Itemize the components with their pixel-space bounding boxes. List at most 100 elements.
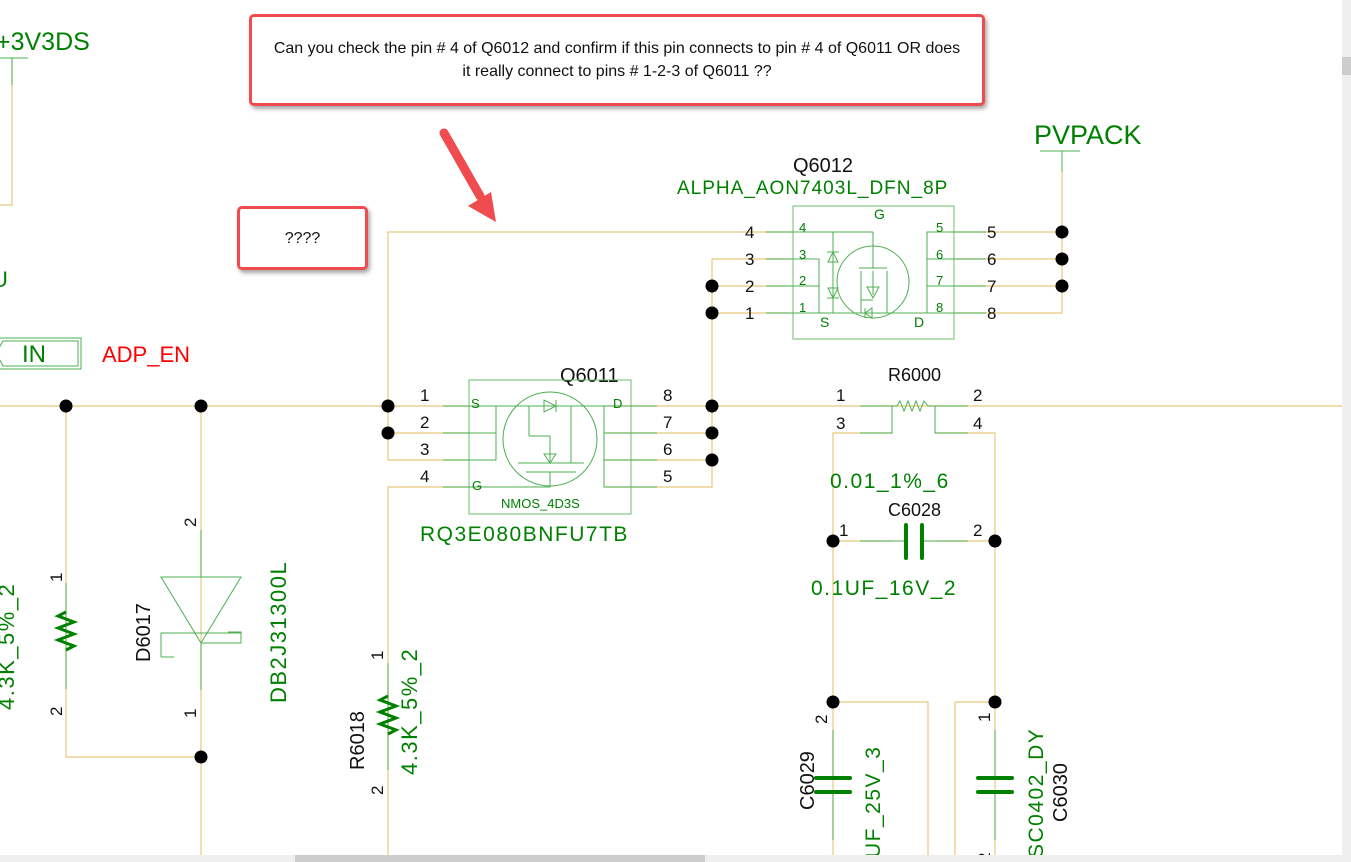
junction-dot [988,695,1002,709]
net-label-adp-en: ADP_EN [102,342,190,367]
c6029-value: UF_25V_3 [862,746,885,855]
wire-c6029-branch [833,701,929,855]
q6012-pin-number: 8 [987,304,996,323]
c6029-ref: C6029 [797,751,819,810]
d6017-value: DB2J31300L [266,561,291,703]
vertical-scroll-thumb[interactable] [1342,57,1351,75]
junction-dot [705,399,719,413]
junction-dot [59,399,73,413]
net-3v3ds: +3V3DS [0,28,90,85]
wire-3v3ds [0,58,13,206]
q6012-gate-label: G [874,206,885,222]
junction-dot [194,399,208,413]
junction-dot [1055,225,1069,239]
resistor-left-value: 4.3K_5%_2 [0,583,19,710]
horizontal-scroll-thumb[interactable] [295,855,705,862]
q6012-inner-pin: 5 [936,220,943,235]
q6011-pin-number: 8 [663,386,672,405]
q6012-source-label: S [820,314,829,330]
q6012-pin-number: 7 [987,277,996,296]
wire-pvpack [955,172,1063,314]
q6012-inner-pin: 2 [799,273,806,288]
junction-dot [1055,252,1069,266]
junction-dot [381,426,395,440]
resistor-left-pin-number: 2 [47,707,66,716]
q6011-value: RQ3E080BNFU7TB [420,523,629,546]
q6011-pin-number: 4 [420,467,429,486]
c6028-pin-number: 1 [839,521,848,540]
r6018-value: 4.3K_5%_2 [397,648,422,775]
port-adp-en[interactable]: IN ADP_EN [0,337,190,370]
c6030[interactable]: 1 2 SC0402_DY C6030 [975,713,1072,855]
q6012-pin-number: 3 [745,250,754,269]
c6030-pin-number: 1 [975,713,994,722]
r6000[interactable]: R6000 1 2 3 4 0.01_1%_6 [830,365,982,493]
junction-dot [1055,279,1069,293]
net-label-partial: U [0,267,8,292]
unknown-callout: ???? [237,206,368,270]
q6011-ref: Q6011 [560,365,619,387]
unknown-text: ???? [284,229,321,247]
c6029-pin-number: 2 [812,715,831,724]
q6012-pin-number: 2 [745,277,754,296]
red-arrow-icon [439,128,496,222]
q6012-drain-label: D [914,314,924,330]
wire-q6011-p3 [387,406,470,461]
r6018-ref: R6018 [347,711,369,770]
net-label-pvpack: PVPACK [1034,120,1142,150]
q6011-pin-number: 7 [663,413,672,432]
junction-dot [705,279,719,293]
r6018[interactable]: 1 2 R6018 4.3K_5%_2 [347,648,422,795]
q6012-pin-number: 6 [987,250,996,269]
junction-dot [826,695,840,709]
resistor-left-pin-number: 1 [47,573,66,582]
c6030-ref: C6030 [1050,763,1072,822]
d6017[interactable]: 2 1 D6017 DB2J31300L [133,518,291,718]
q6012-pin-number: 5 [987,223,996,242]
junction-dot [705,426,719,440]
q6012-inner-pin: 6 [936,247,943,262]
net-label-3v3ds: +3V3DS [0,28,90,56]
r6000-pin-number: 3 [836,414,845,433]
r6000-pin-number: 2 [973,386,982,405]
q6011-pin-number: 3 [420,440,429,459]
question-callout: Can you check the pin # 4 of Q6012 and c… [249,14,985,106]
resistor-left[interactable]: 1 2 4.3K_5%_2 [0,573,79,716]
q6011-pin-number: 2 [420,413,429,432]
wires [0,58,1342,855]
q6011-source-label: S [471,396,480,411]
q6012-ref: Q6012 [793,155,853,177]
junction-dot [381,399,395,413]
wire-left-resistor [65,406,201,758]
d6017-pin-number: 2 [181,518,200,527]
vertical-scrollbar[interactable] [1342,0,1351,855]
c6029[interactable]: 2 C6029 UF_25V_3 [797,715,885,855]
d6017-ref: D6017 [133,603,155,662]
wire-c6030-branch [954,701,995,855]
d6017-pin-number: 1 [181,709,200,718]
r6000-pin-number: 4 [973,414,982,433]
q6012-inner-pin: 3 [799,247,806,262]
r6018-pin-number: 2 [368,786,387,795]
q6011[interactable]: Q6011 S D G NMOS_4D3S RQ3E080BNFU7TB [420,365,672,546]
wire-q6012-pin4 [387,231,790,406]
q6012-inner-pin: 7 [936,273,943,288]
question-text: Can you check the pin # 4 of Q6012 and c… [273,40,961,80]
q6012-inner-pin: 4 [799,220,806,235]
junctions [59,225,1069,764]
q6012-pin-number: 4 [745,223,754,242]
q6012[interactable]: Q6012 ALPHA_AON7403L_DFN_8P [677,155,996,340]
junction-dot [705,453,719,467]
c6028[interactable]: C6028 1 2 0.1UF_16V_2 [811,500,982,600]
q6011-pin-number: 1 [420,386,429,405]
r6000-pin-number: 1 [836,386,845,405]
horizontal-scrollbar[interactable] [0,855,1351,862]
q6012-inner-pin: 1 [799,300,806,315]
q6012-body [792,205,955,340]
q6012-value: ALPHA_AON7403L_DFN_8P [677,178,948,199]
junction-dot [826,534,840,548]
net-pvpack: PVPACK [1034,120,1142,172]
q6011-drain-label: D [613,396,622,411]
